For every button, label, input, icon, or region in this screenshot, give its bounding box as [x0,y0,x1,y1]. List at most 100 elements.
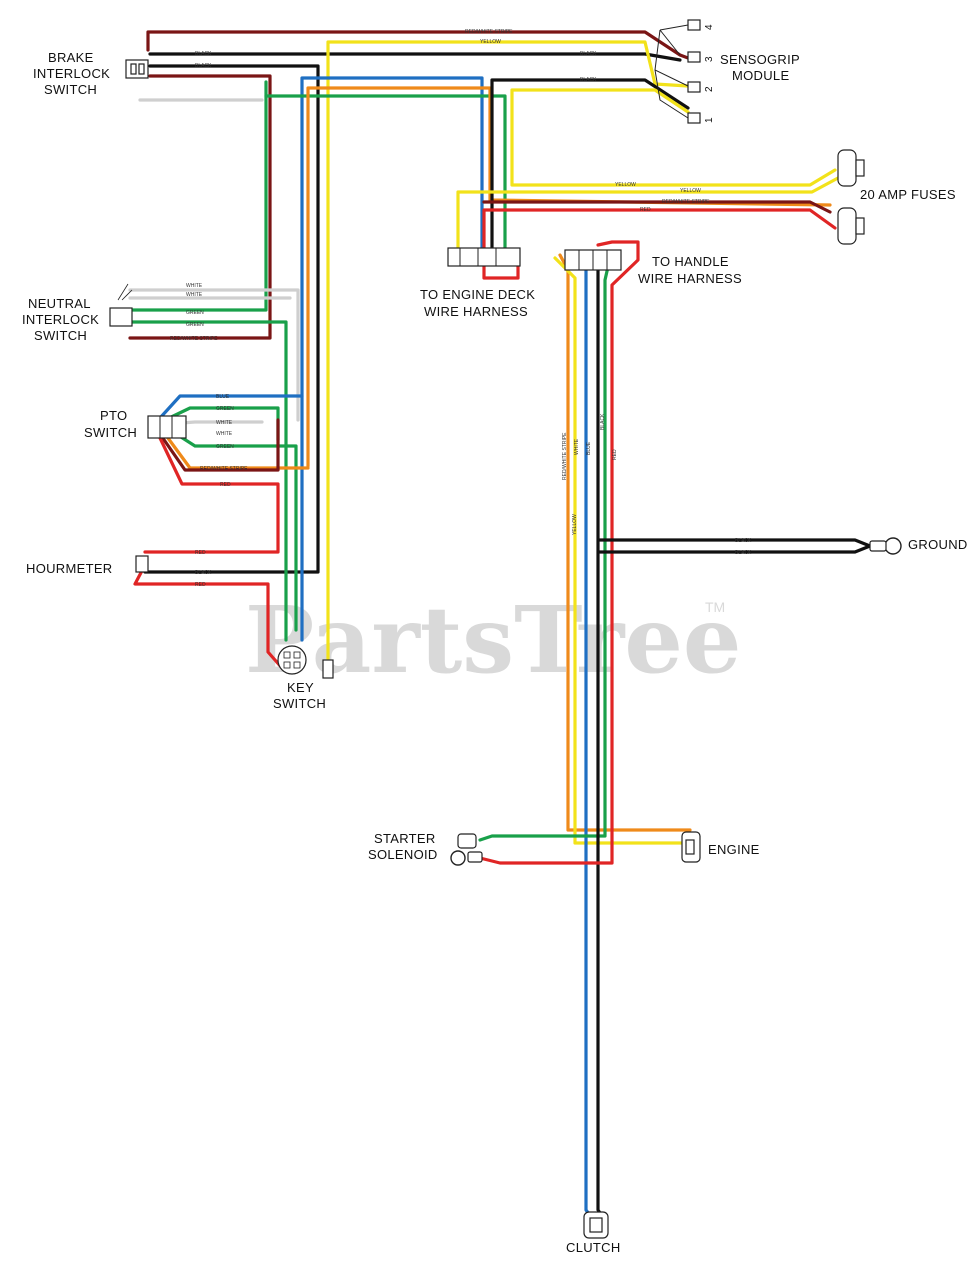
wire-label-black-2: BLACK [195,63,212,69]
sensogrip-pin-3: 3 [704,56,715,62]
sensogrip-pin-1: 1 [704,117,715,123]
wire-black-brake-trunk [143,64,320,574]
wire-orange-pto [163,432,310,470]
wire-green-neutral-key [128,320,288,642]
wire-label-vert-blue: BLUE [586,441,592,455]
sensogrip-pin-2: 2 [704,86,715,92]
component-labels: BRAKE INTERLOCK SWITCH SENSOGRIP MODULE … [22,50,968,1255]
brake-interlock-label-3: SWITCH [44,82,97,97]
starter-solenoid-label-2: SOLENOID [368,847,438,862]
sensogrip-label-1: SENSOGRIP [720,52,800,67]
brake-interlock-label-2: INTERLOCK [33,66,110,81]
wire-label-black-1: BLACK [195,51,212,57]
brake-interlock-label-1: BRAKE [48,50,94,65]
wire-label-vert-red: RED [612,449,618,460]
wire-label-black-7: BLACK [735,550,752,556]
wire-label-yellow-2: YELLOW [615,182,636,188]
wire-blue-trunk [300,76,484,642]
wire-red-white-fuse [482,200,832,214]
engine-deck-label-1: TO ENGINE DECK [420,287,535,302]
wire-label-white-3: WHITE [216,420,233,426]
wire-label-red-4: RED [195,582,206,588]
wire-label-vert-white: WHITE [574,438,580,455]
wire-label-blue: BLUE [216,394,230,400]
hourmeter-label: HOURMETER [26,561,112,576]
watermark: PartsTree [245,586,741,694]
ground-ring-terminal [869,537,902,555]
pto-label-1: PTO [100,408,127,423]
wire-blue-clutch [584,256,594,1220]
starter-solenoid-terminals [450,833,483,866]
starter-solenoid-label-1: STARTER [374,831,436,846]
wire-label-vert-yellow: YELLOW [572,514,578,535]
wire-label-black-6: BLACK [735,538,752,544]
wire-label-black-5: BLACK [195,570,212,576]
wire-label-red-white-2: RED/WHITE STRIPE [662,199,710,205]
wire-white-neutral [128,288,300,422]
neutral-interlock-label-1: NEUTRAL [28,296,91,311]
wire-label-green-3: GREEN [216,406,234,412]
wire-blue-pto [158,394,304,420]
wire-red-pto-hourmeter [143,436,280,554]
wire-label-white-4: WHITE [216,431,233,437]
wire-black-ground [598,538,872,548]
wire-yellow-trunk [326,40,690,662]
handle-harness-label-2: WIRE HARNESS [638,271,742,286]
left-harness-wires [128,30,832,662]
wire-labels: RED/WHITE STRIPE YELLOW BLACK BLACK BLAC… [170,29,752,588]
key-switch-label-2: SWITCH [273,696,326,711]
brake-interlock-connector [125,59,149,79]
pto-switch-connector [147,415,187,439]
watermark-trademark: TM [705,599,725,615]
wire-label-vert-red-white: RED/WHITE STRIPE [562,432,568,480]
clutch-connector [583,1211,609,1239]
sensogrip-label-2: MODULE [732,68,789,83]
wire-red-white-pto [158,418,280,472]
wire-label-black-4: BLACK [580,77,597,83]
wire-label-green-4: GREEN [216,444,234,450]
sensogrip-pin-3-connector [687,51,701,63]
wire-label-vert-black: BLACK [600,413,606,430]
pto-label-2: SWITCH [84,425,137,440]
wire-label-red: RED [640,207,651,213]
wire-black-ground-2 [598,544,872,554]
wire-label-green-1: GREEN [186,310,204,316]
wire-green-trunk [128,80,268,312]
wire-red-white-brake-trunk [128,74,272,340]
clutch-label: CLUTCH [566,1240,621,1255]
ground-label: GROUND [908,537,968,552]
sensogrip-connectors [654,19,701,124]
wire-label-white-1: WHITE [186,283,203,289]
hourmeter-connector [135,555,149,573]
engine-deck-label-2: WIRE HARNESS [424,304,528,319]
fuse-holders [837,149,865,245]
key-switch-connector [277,645,334,679]
engine-deck-connector [447,247,521,267]
neutral-interlock-label-2: INTERLOCK [22,312,99,327]
wire-green-solenoid [478,256,612,842]
wire-label-red-white-3: RED/WHITE STRIPE [170,336,218,342]
wire-label-red-2: RED [220,482,231,488]
engine-label: ENGINE [708,842,760,857]
wire-label-green-2: GREEN [186,322,204,328]
wire-red-solenoid [478,240,640,865]
fuses-label: 20 AMP FUSES [860,187,956,202]
handle-harness-connector [564,249,622,271]
handle-harness-wires [478,240,872,1222]
sensogrip-pin-4: 4 [704,24,715,30]
wire-orange-engine [558,253,692,832]
wire-label-red-3: RED [195,550,206,556]
wire-label-white-2: WHITE [186,292,203,298]
neutral-interlock-connector [109,283,133,327]
wire-label-red-white-4: RED/WHITE STRIPE [200,466,248,472]
sensogrip-pin-2-connector [687,81,701,93]
sensogrip-pin-4-connector [687,19,701,31]
wire-red-white-stripe [146,30,690,60]
key-switch-label-1: KEY [287,680,314,695]
handle-harness-label-1: TO HANDLE [652,254,729,269]
wire-label-red-white: RED/WHITE STRIPE [465,29,513,35]
wire-red-hourmeter-key [133,563,284,670]
wire-label-yellow-3: YELLOW [680,188,701,194]
right-upper-wires [456,78,840,280]
